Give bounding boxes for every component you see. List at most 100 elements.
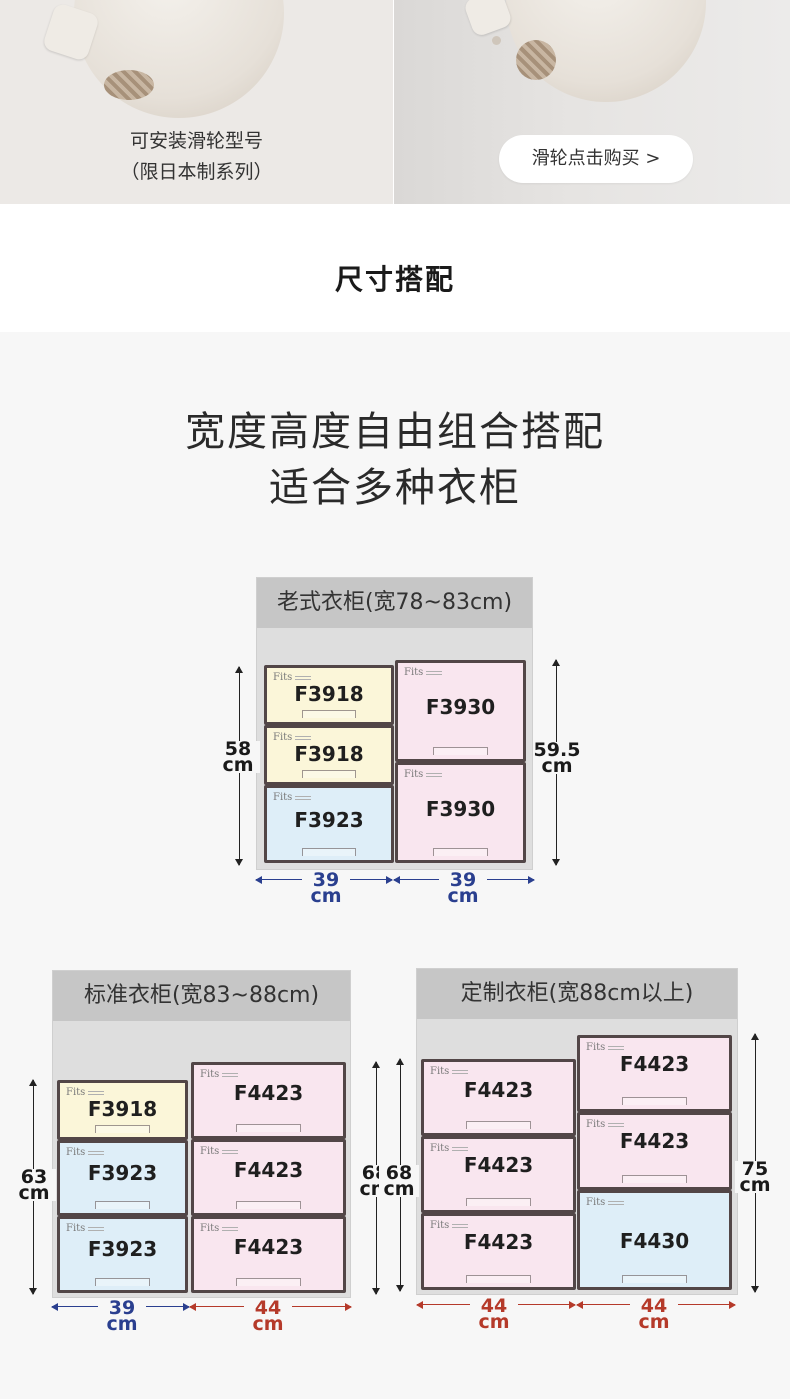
drawer-handle bbox=[235, 1124, 302, 1132]
brand-mark bbox=[295, 796, 311, 802]
drawer-model-label: F3923 bbox=[87, 1161, 158, 1185]
drawer-box: Fits F3923 bbox=[57, 1140, 188, 1216]
drawer-box: Fits F3930 bbox=[395, 762, 526, 863]
drawer-handle bbox=[621, 1097, 688, 1105]
drawer-box: Fits F3918 bbox=[264, 725, 394, 785]
drawer-handle bbox=[465, 1275, 532, 1283]
brand-logo: Fits bbox=[586, 1119, 606, 1130]
headline-line1: 宽度高度自由组合搭配 bbox=[185, 409, 605, 455]
height-value: 63 bbox=[20, 1166, 48, 1188]
brand-mark bbox=[452, 1224, 468, 1230]
caster-hub-image bbox=[104, 70, 154, 100]
wardrobe-title: 标准衣柜(宽83~88cm) bbox=[53, 971, 350, 1021]
caster-pin-image bbox=[492, 36, 501, 45]
drawer-handle bbox=[301, 710, 357, 718]
drawer-handle bbox=[433, 747, 488, 755]
drawer-box: Fits F4423 bbox=[191, 1139, 346, 1216]
brand-mark bbox=[88, 1227, 104, 1233]
drawer-model-label: F4423 bbox=[463, 1078, 534, 1102]
brand-mark bbox=[222, 1073, 238, 1079]
caster-wheel-image bbox=[74, 0, 284, 118]
wardrobe-title: 定制衣柜(宽88cm以上) bbox=[417, 969, 737, 1019]
caster-hub-image-2 bbox=[516, 40, 556, 80]
brand-mark bbox=[608, 1046, 624, 1052]
width-value: 44 bbox=[254, 1297, 282, 1319]
brand-logo: Fits bbox=[200, 1223, 220, 1234]
brand-logo: Fits bbox=[200, 1146, 220, 1157]
drawer-box: Fits F3923 bbox=[264, 785, 394, 863]
height-unit: cm bbox=[383, 1178, 415, 1200]
width-unit: cm bbox=[310, 885, 342, 907]
drawer-model-label: F4430 bbox=[619, 1229, 690, 1253]
brand-mark bbox=[608, 1123, 624, 1129]
brand-logo: Fits bbox=[430, 1066, 450, 1077]
brand-mark bbox=[452, 1147, 468, 1153]
drawer-box: Fits F4423 bbox=[421, 1136, 576, 1213]
drawer-model-label: F3918 bbox=[87, 1097, 158, 1121]
brand-logo: Fits bbox=[66, 1147, 86, 1158]
drawer-box: Fits F4423 bbox=[191, 1216, 346, 1293]
drawer-box: Fits F4423 bbox=[577, 1112, 732, 1190]
drawer-model-label: F4423 bbox=[233, 1081, 304, 1105]
drawer-box: Fits F3918 bbox=[264, 665, 394, 725]
brand-mark bbox=[295, 736, 311, 742]
width-value: 44 bbox=[480, 1295, 508, 1317]
drawer-box: Fits F4423 bbox=[421, 1213, 576, 1290]
buy-caster-button[interactable]: 滑轮点击购买 > bbox=[499, 135, 693, 183]
brand-mark bbox=[608, 1201, 624, 1207]
caster-caption-line2: （限日本制系列） bbox=[120, 161, 273, 183]
caster-caption-line1: 可安装滑轮型号 bbox=[129, 130, 263, 152]
brand-logo: Fits bbox=[273, 672, 293, 683]
brand-mark bbox=[426, 773, 442, 779]
caster-promo-strip: 可安装滑轮型号 （限日本制系列） 滑轮点击购买 > bbox=[0, 0, 790, 204]
brand-logo: Fits bbox=[586, 1197, 606, 1208]
wardrobe-title: 老式衣柜(宽78~83cm) bbox=[257, 578, 532, 628]
headline-line2: 适合多种衣柜 bbox=[269, 465, 521, 511]
drawer-box: Fits F4423 bbox=[191, 1062, 346, 1139]
brand-mark bbox=[295, 676, 311, 682]
drawer-handle bbox=[95, 1125, 150, 1133]
brand-logo: Fits bbox=[430, 1143, 450, 1154]
brand-mark bbox=[88, 1091, 104, 1097]
caster-photo-left: 可安装滑轮型号 （限日本制系列） bbox=[0, 0, 393, 204]
brand-mark bbox=[222, 1227, 238, 1233]
drawer-model-label: F3930 bbox=[425, 695, 496, 719]
drawer-handle bbox=[301, 770, 357, 778]
height-value: 59.5 bbox=[533, 739, 581, 761]
drawer-model-label: F3918 bbox=[294, 742, 364, 766]
drawer-model-label: F3923 bbox=[294, 808, 364, 832]
width-unit: cm bbox=[478, 1311, 510, 1333]
brand-mark bbox=[426, 671, 442, 677]
brand-logo: Fits bbox=[586, 1042, 606, 1053]
width-value: 39 bbox=[312, 869, 340, 891]
height-unit: cm bbox=[541, 755, 573, 777]
brand-mark bbox=[452, 1070, 468, 1076]
drawer-model-label: F3930 bbox=[425, 797, 496, 821]
brand-mark bbox=[88, 1151, 104, 1157]
height-unit: cm bbox=[222, 754, 254, 776]
drawer-model-label: F3918 bbox=[294, 682, 364, 706]
drawer-box: Fits F4423 bbox=[577, 1035, 732, 1112]
height-unit: cm bbox=[739, 1174, 771, 1196]
drawer-handle bbox=[95, 1201, 150, 1209]
width-value: 39 bbox=[449, 869, 477, 891]
brand-mark bbox=[222, 1150, 238, 1156]
drawer-model-label: F4423 bbox=[463, 1153, 534, 1177]
brand-logo: Fits bbox=[66, 1223, 86, 1234]
brand-logo: Fits bbox=[200, 1069, 220, 1080]
headline: 宽度高度自由组合搭配 适合多种衣柜 bbox=[0, 404, 790, 516]
section-title: 尺寸搭配 bbox=[334, 263, 455, 296]
width-unit: cm bbox=[106, 1313, 138, 1335]
drawer-handle bbox=[235, 1278, 302, 1286]
brand-logo: Fits bbox=[404, 769, 424, 780]
drawer-model-label: F4423 bbox=[233, 1158, 304, 1182]
drawer-box: Fits F4423 bbox=[421, 1059, 576, 1136]
